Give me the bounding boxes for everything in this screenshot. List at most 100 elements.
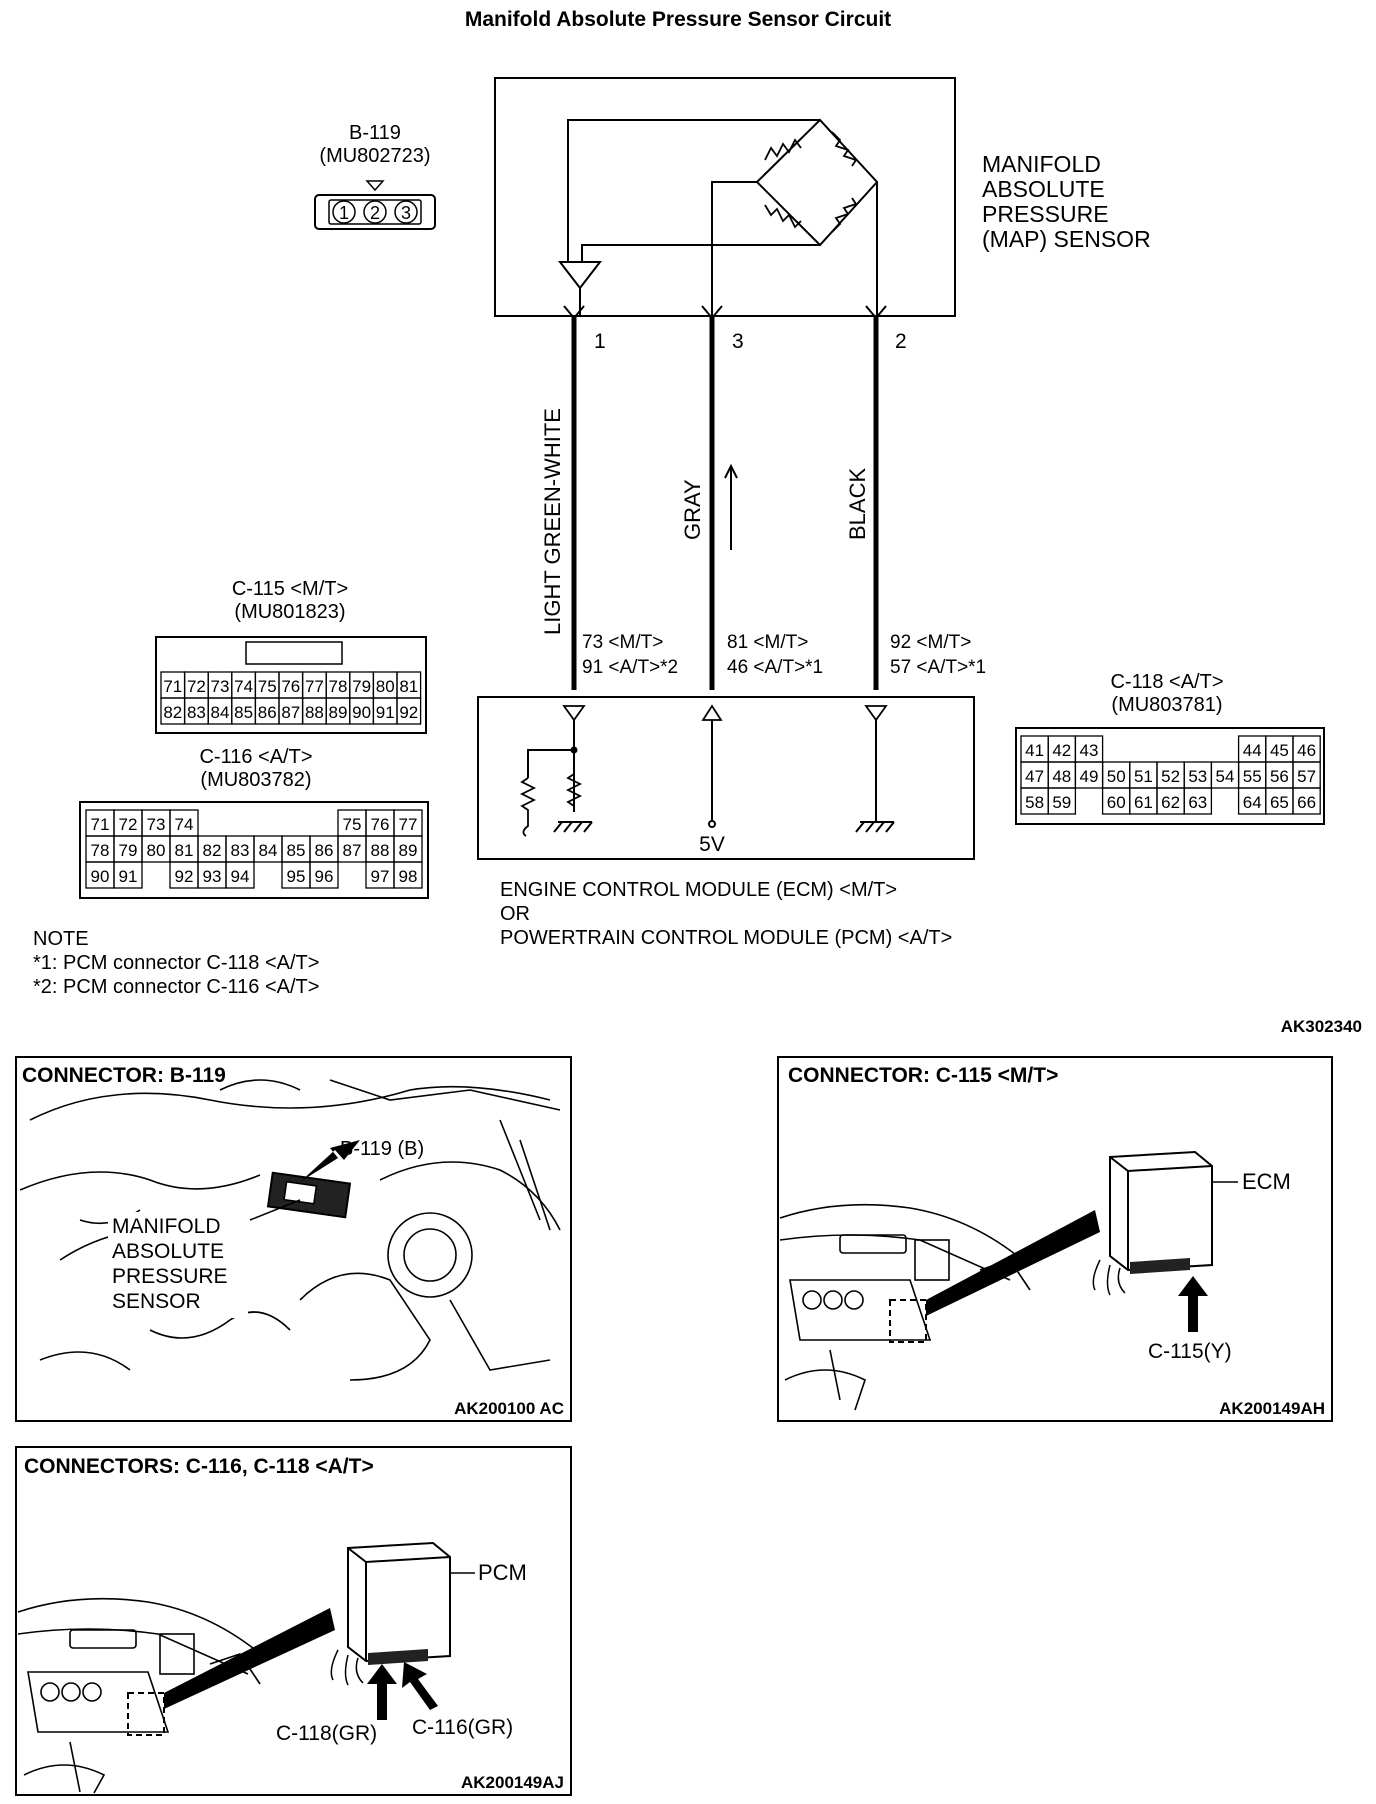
zoom-wedge [164,1608,335,1709]
pin-label: 53 [1188,767,1207,786]
map-sensor: MANIFOLD ABSOLUTE PRESSURE (MAP) SENSOR [494,77,1151,317]
b119-pin-circle [332,200,356,224]
c115-part: (MU801823) [234,601,345,623]
terminal-label: 91 <A/T>*2 [582,657,678,678]
sensor-label: PRESSURE [982,201,1109,227]
pin-label: 78 [91,841,110,860]
pin-label: 61 [1134,793,1153,812]
b119-shell [314,194,436,230]
callout-label: C-116(GR) [412,1716,513,1739]
pin-label: 85 [234,703,253,722]
callout-arrow [300,1140,360,1182]
pin-label: 44 [1243,741,1262,760]
pin-label: 85 [287,841,306,860]
pin-label: 81 [175,841,194,860]
pin-label: 49 [1080,767,1099,786]
callout-label: ABSOLUTE [112,1240,224,1263]
pin-cell [1292,787,1321,815]
pin-label: 92 [175,867,194,886]
panel-b119-location: CONNECTOR: B-119 B-119 (B) MANIFOLD ABSO… [15,1056,572,1422]
callout-label: SENSOR [112,1290,201,1313]
pin-label: 80 [147,841,166,860]
pin-label: 58 [1025,793,1044,812]
dashboard-illustration [779,1203,1031,1411]
pin-label: 48 [1052,767,1071,786]
pin-label: 79 [352,677,371,696]
panel-code: AK200149AJ [461,1773,564,1792]
b119-pin-label: 3 [401,203,411,223]
pin-label: 66 [1297,793,1316,812]
pin-label: 94 [231,867,250,886]
terminal-label: 73 <M/T> [582,632,663,653]
pin-cell [1183,787,1213,815]
pin-label: 98 [399,867,418,886]
note-line: *1: PCM connector C-118 <A/T> [33,952,319,974]
supply-voltage-label: 5V [699,833,725,856]
b119-pin-circle [394,200,418,224]
pin-label: 72 [119,815,138,834]
sensor-pin-number: 2 [895,330,907,353]
pin-label: 77 [305,677,324,696]
pin-label: 97 [371,867,390,886]
b119-part: (MU802723) [319,145,430,167]
wire-color-label: BLACK [845,468,870,540]
pin-label: 59 [1052,793,1071,812]
pin-label: 84 [259,841,278,860]
pin-label: 52 [1161,767,1180,786]
terminal-label: 46 <A/T>*1 [727,657,823,678]
note-heading: NOTE [33,928,89,950]
pin-label: 89 [329,703,348,722]
panel-title: CONNECTOR: C-115 <M/T> [788,1064,1058,1087]
engine-bay-illustration [19,1079,561,1381]
panel-c116-location: CONNECTORS: C-116, C-118 <A/T> PCM C-118… [15,1446,572,1796]
panel-code: AK200149AH [1219,1399,1325,1418]
pin-label: 50 [1107,767,1126,786]
pin-label: 73 [211,677,230,696]
pin-label: 65 [1270,793,1289,812]
pin-label: 93 [203,867,222,886]
pin-label: 88 [371,841,390,860]
callout-arrow [367,1664,397,1720]
pin-label: 88 [305,703,324,722]
pin-label: 75 [343,815,362,834]
pin-label: 74 [175,815,194,834]
sensor-pin-number: 3 [732,330,744,353]
pin-label: 84 [211,703,230,722]
panel-title: CONNECTOR: B-119 [22,1064,226,1087]
pin-label: 87 [343,841,362,860]
note-line: *2: PCM connector C-116 <A/T> [33,976,319,998]
pin-label: 43 [1080,741,1099,760]
pin-label: 81 [399,677,418,696]
pin-label: 83 [187,703,206,722]
b119-name: B-119 [349,122,401,144]
c116-part: (MU803782) [200,769,311,791]
pin-label: 75 [258,677,277,696]
signal-direction-arrow [724,463,738,550]
pin-label: 42 [1052,741,1071,760]
pin-label: 71 [91,815,110,834]
c116-name: C-116 <A/T> [199,746,312,768]
pin-label: 92 [399,703,418,722]
pin-cell [309,861,339,889]
pcm-unit [330,1541,451,1686]
ecm-unit [1092,1150,1213,1296]
pin-label: 71 [163,677,182,696]
map-sensor-part [266,1171,352,1219]
pin-label: 91 [376,703,395,722]
terminal-label: 92 <M/T> [890,632,971,653]
dashboard-illustration [17,1597,261,1794]
b119-pin-circle [363,200,387,224]
pin-label: 72 [187,677,206,696]
pin-label: 56 [1270,767,1289,786]
pin-label: 63 [1188,793,1207,812]
pin-label: 57 [1297,767,1316,786]
callout-arrow [1178,1276,1208,1332]
zoom-wedge [926,1210,1100,1316]
pin-label: 96 [315,867,334,886]
ecm-label: OR [500,903,530,925]
sensor-label: ABSOLUTE [982,176,1105,202]
panel-code: AK200100 AC [454,1399,564,1418]
c118-name: C-118 <A/T> [1110,671,1223,693]
